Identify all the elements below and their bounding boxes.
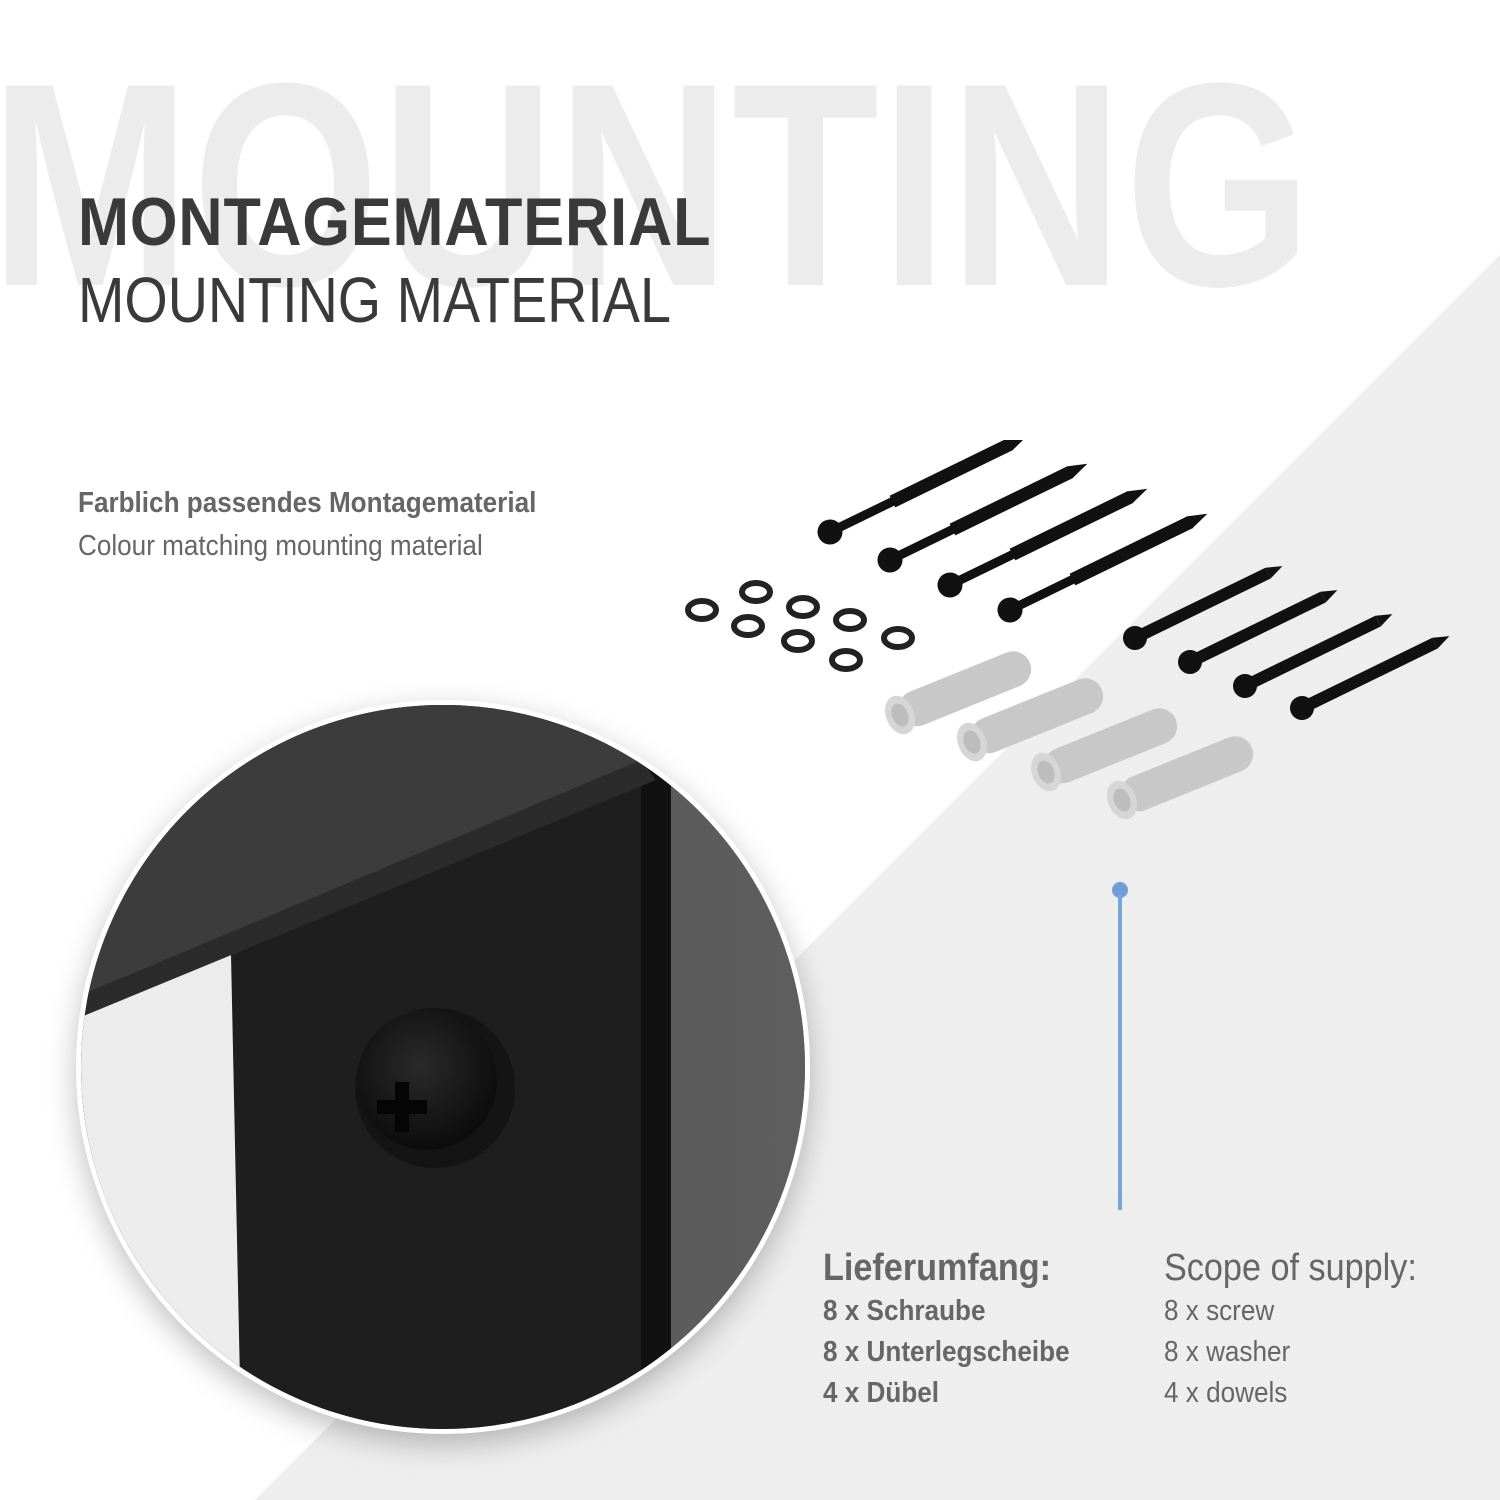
callout-pointer [1112, 882, 1128, 1210]
pointer-dot-icon [1112, 882, 1128, 898]
supply-item: 4 x Dübel [823, 1377, 940, 1409]
supply-item: 4 x dowels [1164, 1377, 1288, 1409]
page-title-de: MONTAGEMATERIAL [78, 184, 712, 260]
supply-item: 8 x Unterlegscheibe [823, 1336, 1070, 1368]
page-title-en: MOUNTING MATERIAL [78, 264, 671, 336]
pointer-line [1118, 894, 1122, 1210]
feature-subtitle-de: Farblich passendes Montagematerial [78, 487, 537, 519]
feature-subtitle-en: Colour matching mounting material [78, 530, 483, 562]
supply-item: 8 x screw [1164, 1295, 1275, 1327]
long-screws [817, 440, 1208, 623]
watermark-text: MOUNTING [0, 23, 1314, 347]
supply-list-de: Lieferumfang: 8 x Schraube 8 x Unterlegs… [823, 1245, 1097, 1414]
short-screws [1123, 566, 1450, 720]
supply-item: 8 x Schraube [823, 1295, 986, 1327]
washers [685, 580, 915, 672]
dowels [885, 651, 1254, 820]
hardware-parts-illustration [685, 440, 1450, 820]
supply-heading-en: Scope of supply: [1164, 1247, 1417, 1289]
phillips-cross-icon [377, 1082, 427, 1132]
supply-heading-de: Lieferumfang: [823, 1247, 1052, 1289]
supply-item: 8 x washer [1164, 1336, 1291, 1368]
supply-list-en: Scope of supply: 8 x screw 8 x washer 4 … [1164, 1245, 1445, 1414]
